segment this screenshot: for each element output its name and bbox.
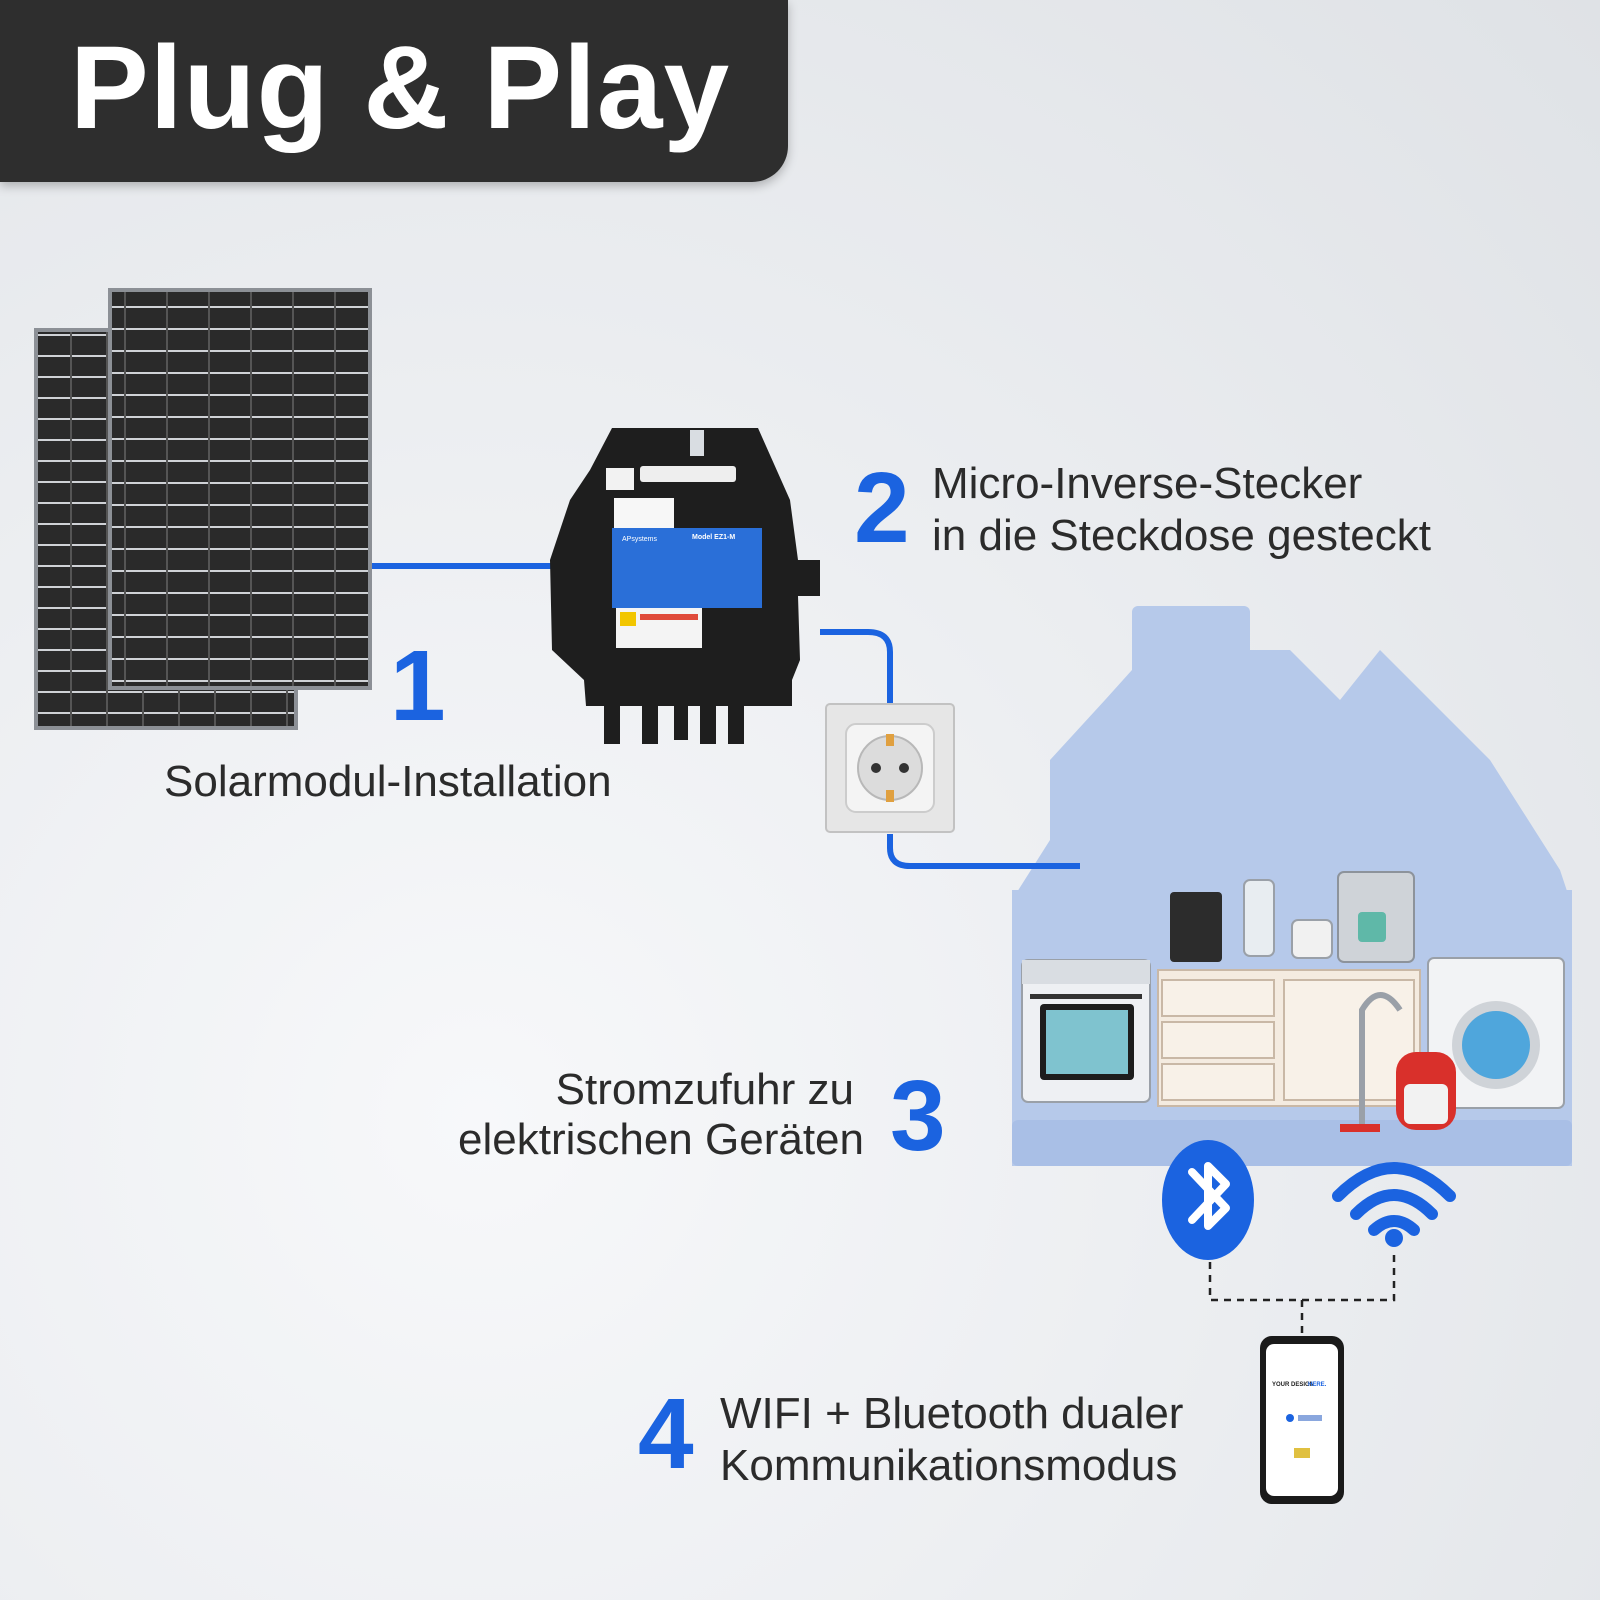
step-3-text-line1: Stromzufuhr zu (555, 1065, 854, 1114)
page-title: Plug & Play (70, 22, 731, 154)
solar-panel-icon (34, 288, 372, 730)
step-2-text-line2: in die Steckdose gesteckt (932, 511, 1431, 560)
wifi-icon (1332, 1162, 1456, 1247)
step-2-number: 2 (854, 452, 910, 564)
inverter-model: Model EZ1-M (692, 534, 735, 541)
dashed-connection (1208, 1252, 1396, 1334)
appliances-group (1021, 871, 1565, 1132)
step-4-number: 4 (638, 1378, 694, 1490)
connection-cables (372, 563, 1080, 869)
inverter-brand: APsystems (622, 536, 658, 543)
smartphone-icon: YOUR DESIGN HERE. (1260, 1336, 1344, 1504)
step-3-text-line2: elektrischen Geräten (458, 1115, 864, 1164)
power-socket-icon (825, 703, 955, 833)
phone-headline-b: HERE. (1308, 1382, 1327, 1388)
microinverter-icon: APsystems Model EZ1-M (550, 428, 820, 744)
phone-headline-a: YOUR DESIGN (1272, 1382, 1314, 1388)
title-banner (0, 0, 788, 182)
step-2-text-line1: Micro-Inverse-Stecker (932, 459, 1363, 508)
step-4-text-line2: Kommunikationsmodus (720, 1441, 1178, 1490)
step-1-text: Solarmodul-Installation (164, 757, 612, 806)
step-4-text-line1: WIFI + Bluetooth dualer (720, 1389, 1184, 1438)
step-1-number: 1 (390, 630, 446, 742)
step-3-number: 3 (890, 1060, 946, 1172)
bluetooth-icon (1162, 1140, 1254, 1260)
